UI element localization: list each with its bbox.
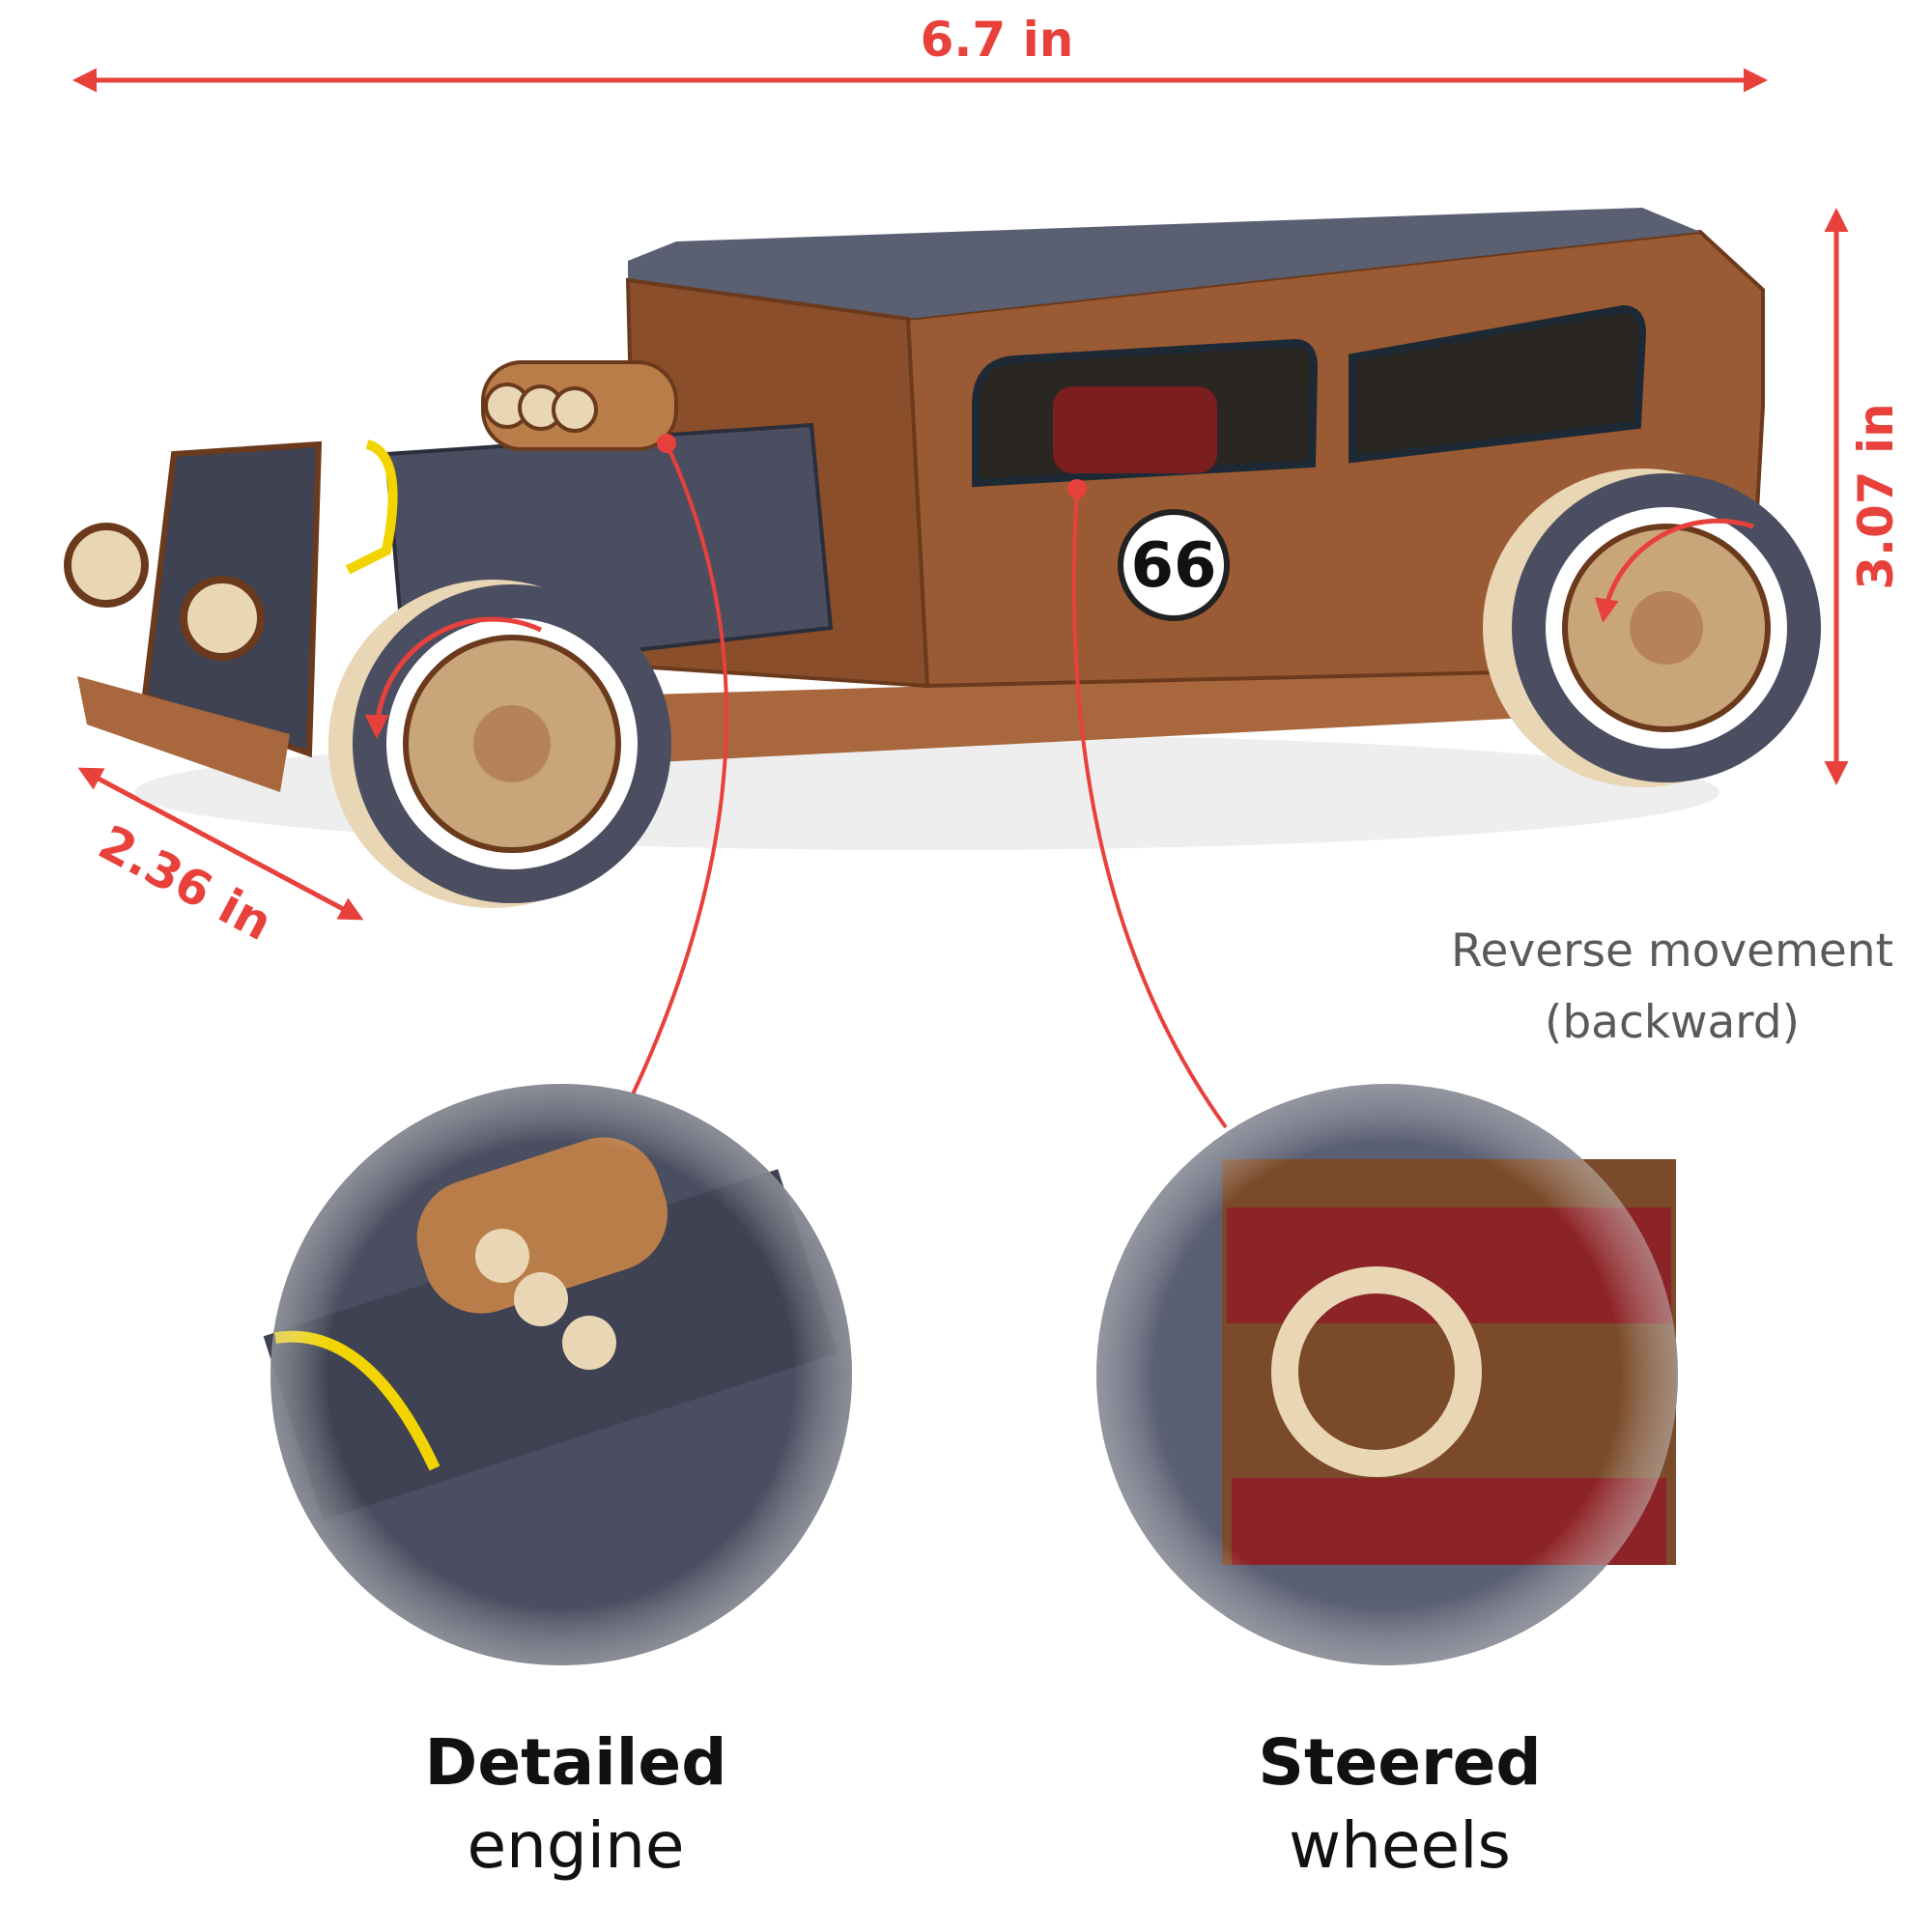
reverse-movement-line2: (backward) xyxy=(1545,996,1800,1049)
wooden-car-model: 66 xyxy=(64,208,1821,908)
steering-callout-line xyxy=(1071,488,1228,1129)
engine-detail-image xyxy=(263,1084,852,1665)
car-number: 66 xyxy=(1130,530,1216,602)
width-arrow xyxy=(77,767,364,921)
engine-callout-line xyxy=(630,442,729,1097)
feature-subtitle: wheels xyxy=(1289,1808,1511,1883)
feature-caption-engine: Detailed engine xyxy=(286,1721,866,1888)
reverse-movement-note: Reverse movement (backward) xyxy=(1382,916,1932,1059)
feature-title: Detailed xyxy=(424,1725,727,1800)
number-badge xyxy=(1118,509,1230,621)
front-wheel xyxy=(328,580,671,908)
feature-subtitle: engine xyxy=(467,1808,685,1883)
height-label: 3.07 in xyxy=(1848,403,1904,590)
steering-detail-image xyxy=(1096,1084,1678,1665)
feature-title: Steered xyxy=(1258,1725,1542,1800)
length-label: 6.7 in xyxy=(920,12,1074,68)
feature-caption-wheels: Steered wheels xyxy=(1110,1721,1690,1888)
rear-wheel xyxy=(1483,469,1821,787)
reverse-movement-line1: Reverse movement xyxy=(1450,924,1894,978)
